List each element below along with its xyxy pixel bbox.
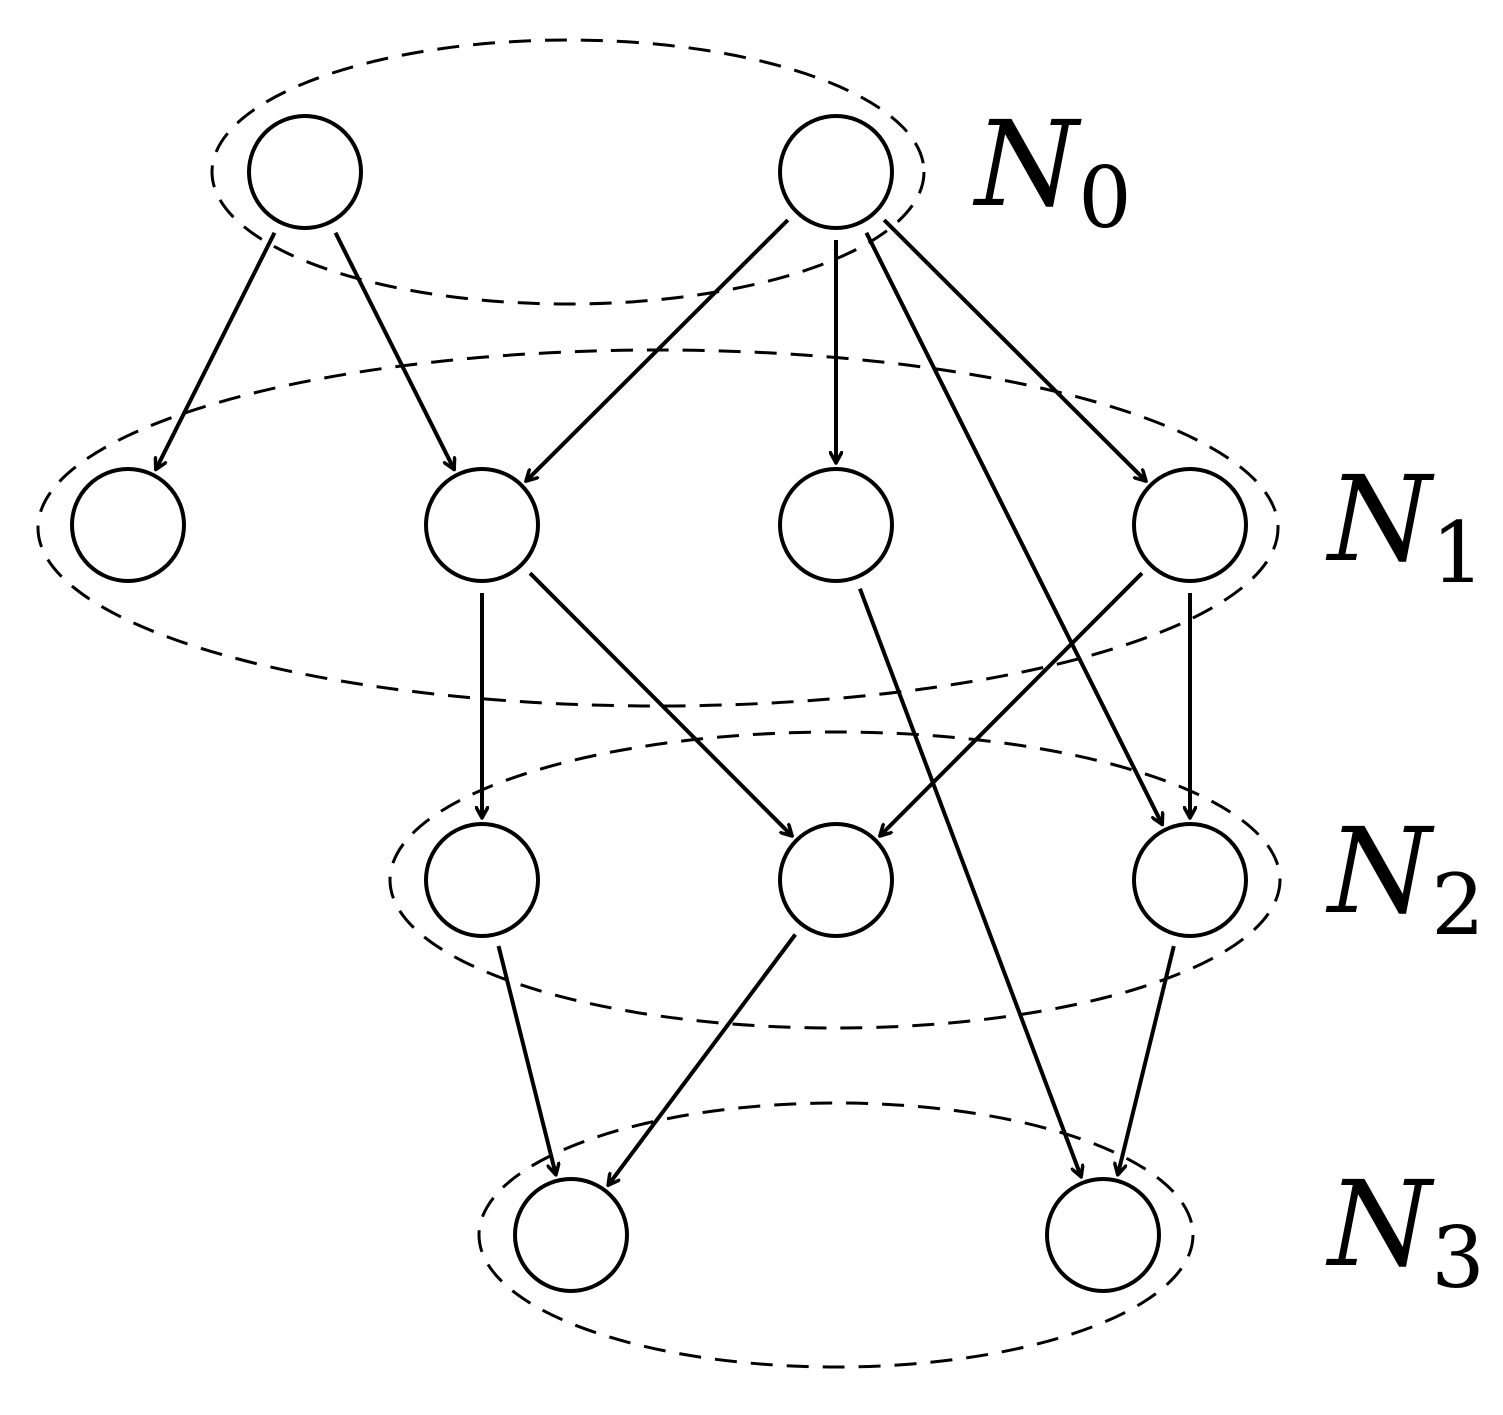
node-n3-j: [513, 1177, 629, 1293]
layer-group-n3: [477, 1101, 1195, 1369]
edge-b-to-f: [882, 218, 1146, 481]
layer-label-n2: N2: [1325, 802, 1485, 954]
edge-f-to-h: [880, 571, 1144, 836]
edge-b-to-i: [864, 231, 1162, 825]
layer-label-n0: N0: [972, 95, 1132, 247]
edge-g-to-j: [496, 945, 556, 1175]
edge-i-to-k: [1118, 945, 1176, 1175]
layer-label-n1-main: N: [1325, 450, 1435, 588]
nodes: [70, 114, 1248, 1293]
edge-a-to-d: [333, 231, 454, 470]
layer-label-n1-sub: 1: [1431, 504, 1484, 602]
node-n1-f: [1132, 467, 1248, 583]
layer-label-n3-main: N: [1325, 1155, 1435, 1293]
layer-labels: N0 N1 N2 N3: [972, 95, 1485, 1307]
layer-label-n2-main: N: [1325, 802, 1435, 940]
edge-a-to-c: [156, 231, 277, 470]
layer-label-n3-sub: 3: [1431, 1209, 1484, 1307]
layer-label-n1: N1: [1325, 450, 1485, 602]
node-n0-b: [778, 114, 894, 230]
edge-h-to-j: [608, 933, 797, 1185]
node-n2-i: [1132, 822, 1248, 938]
edge-b-to-d: [526, 218, 790, 481]
node-n1-d: [424, 467, 540, 583]
layer-group-n0: [210, 38, 926, 306]
node-n3-k: [1045, 1177, 1161, 1293]
node-n1-e: [778, 467, 894, 583]
layer-group-n2: [388, 730, 1282, 1030]
layer-group-n1: [36, 348, 1280, 708]
node-n1-c: [70, 467, 186, 583]
layer-label-n2-sub: 2: [1431, 856, 1484, 954]
layer-label-n3: N3: [1325, 1155, 1485, 1307]
node-n2-g: [424, 822, 540, 938]
edge-d-to-h: [528, 571, 792, 836]
node-n2-h: [778, 822, 894, 938]
edge-e-to-k: [858, 587, 1081, 1177]
layer-label-n0-main: N: [972, 95, 1082, 233]
edges: [156, 218, 1190, 1185]
layer-label-n0-sub: 0: [1078, 149, 1131, 247]
node-n0-a: [247, 114, 363, 230]
